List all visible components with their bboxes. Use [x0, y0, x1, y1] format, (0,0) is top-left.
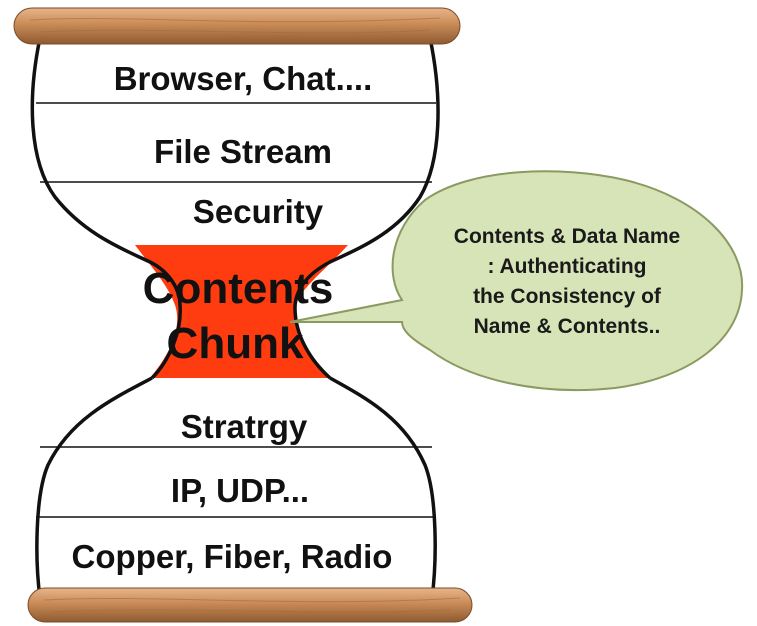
layer-physical-label: Copper, Fiber, Radio [72, 538, 393, 575]
waist-label-line1: Contents [143, 264, 334, 313]
callout-line3: the Consistency of [473, 285, 662, 308]
callout-line4: Name & Contents.. [474, 315, 661, 338]
contents-chunk-waist [135, 245, 348, 378]
callout-line1: Contents & Data Name [454, 225, 680, 248]
layer-application-label: Browser, Chat.... [114, 60, 373, 97]
layer-strategy-label: Stratrgy [181, 408, 308, 445]
layer-security-label: Security [193, 193, 324, 230]
layer-network-label: IP, UDP... [171, 472, 309, 509]
callout-line2: : Authenticating [487, 255, 646, 278]
lower-bulb-outline-right [329, 376, 437, 599]
waist-label-line2: Chunk [167, 319, 304, 368]
lower-bulb-outline-left [35, 376, 153, 599]
bottom-rod [27, 587, 473, 623]
upper-bulb-outline-right [293, 37, 440, 380]
top-rod-grain [29, 17, 441, 34]
bottom-rod-grain [43, 597, 461, 613]
upper-bulb-outline [30, 37, 182, 380]
top-rod [13, 7, 461, 45]
layer-file-stream-label: File Stream [154, 133, 332, 170]
callout-bubble [289, 170, 744, 391]
